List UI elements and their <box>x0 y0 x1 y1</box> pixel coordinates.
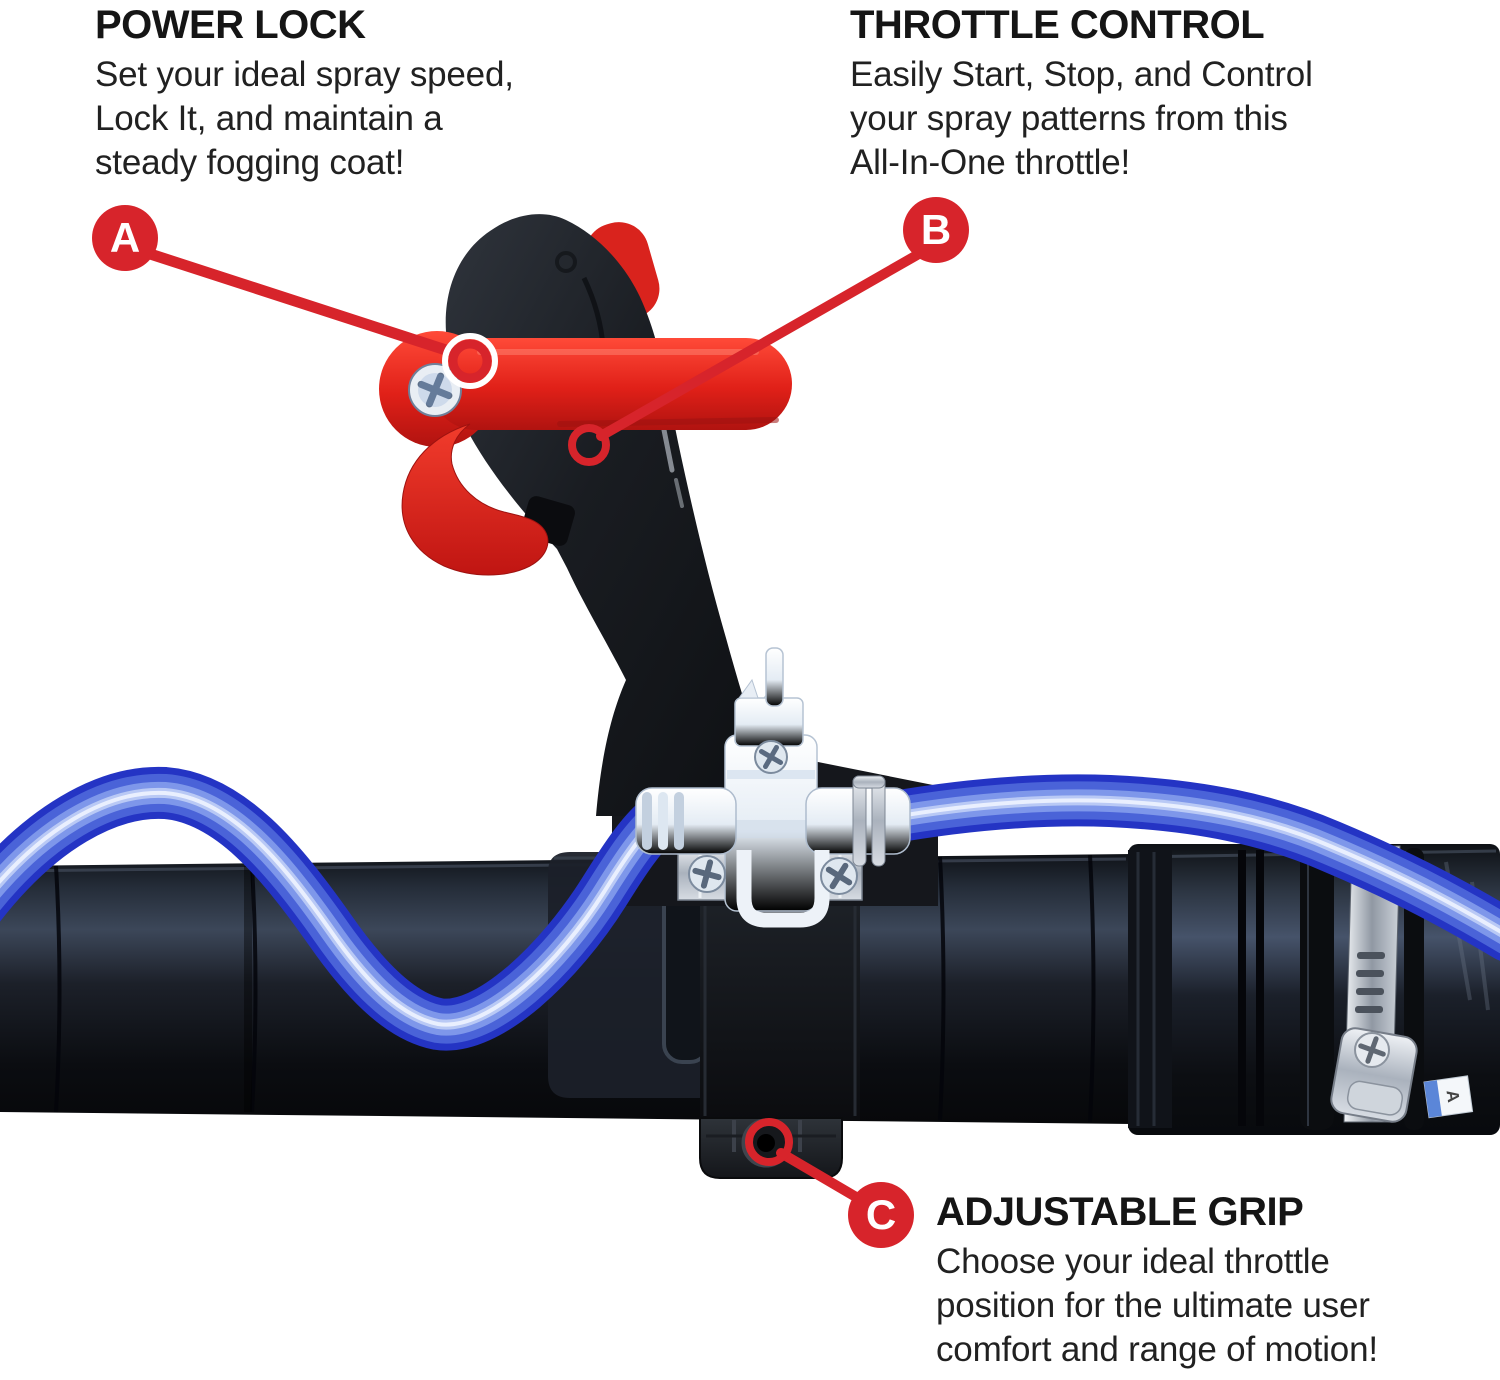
target-ring-a-outer <box>442 333 498 389</box>
adjustable-grip-bracket <box>699 1117 843 1179</box>
coupler-label: A <box>1423 1075 1474 1119</box>
callout-b-title: THROTTLE CONTROL <box>850 3 1265 47</box>
coupler-label-text: A <box>1442 1089 1463 1104</box>
valve-u-clip <box>736 850 830 928</box>
callout-line-b <box>596 250 922 441</box>
callout-c-body: Choose your ideal throttle position for … <box>936 1242 1378 1369</box>
clamp-slots <box>1355 952 1385 1013</box>
target-ring-a <box>448 339 492 383</box>
siphon-hose-right <box>840 774 1500 961</box>
flow-valve <box>635 647 911 928</box>
handle-scuffs <box>661 427 684 508</box>
callout-a-title: POWER LOCK <box>95 3 366 47</box>
power-lock-lever <box>379 331 792 447</box>
tube-step-shadow <box>244 866 252 1112</box>
badge-c: C <box>848 1182 914 1248</box>
callout-b-text: THROTTLE CONTROL Easily Start, Stop, and… <box>850 2 1430 185</box>
grip-strap <box>700 898 860 1120</box>
target-ring-c <box>745 1118 793 1166</box>
throttle-trigger <box>401 423 549 576</box>
siphon-hose-left <box>0 766 682 1051</box>
callout-c-text: ADJUSTABLE GRIP Choose your ideal thrott… <box>936 1189 1496 1372</box>
valve-pin <box>765 647 784 707</box>
hose-clamp <box>1330 845 1418 1123</box>
target-ring-b <box>568 424 610 466</box>
callout-a-body: Set your ideal spray speed, Lock It, and… <box>95 55 514 182</box>
callout-annotations <box>135 245 922 1202</box>
callout-a-text: POWER LOCK Set your ideal spray speed, L… <box>95 2 655 185</box>
callout-line-c <box>776 1148 861 1202</box>
tube-seams <box>54 854 1096 1123</box>
callout-c-title: ADJUSTABLE GRIP <box>936 1190 1304 1234</box>
callout-b-body: Easily Start, Stop, and Control your spr… <box>850 55 1313 182</box>
badge-b: B <box>903 197 969 263</box>
badge-a: A <box>92 205 158 271</box>
hose-spring-clip <box>852 775 886 867</box>
callout-line-a <box>135 245 458 358</box>
